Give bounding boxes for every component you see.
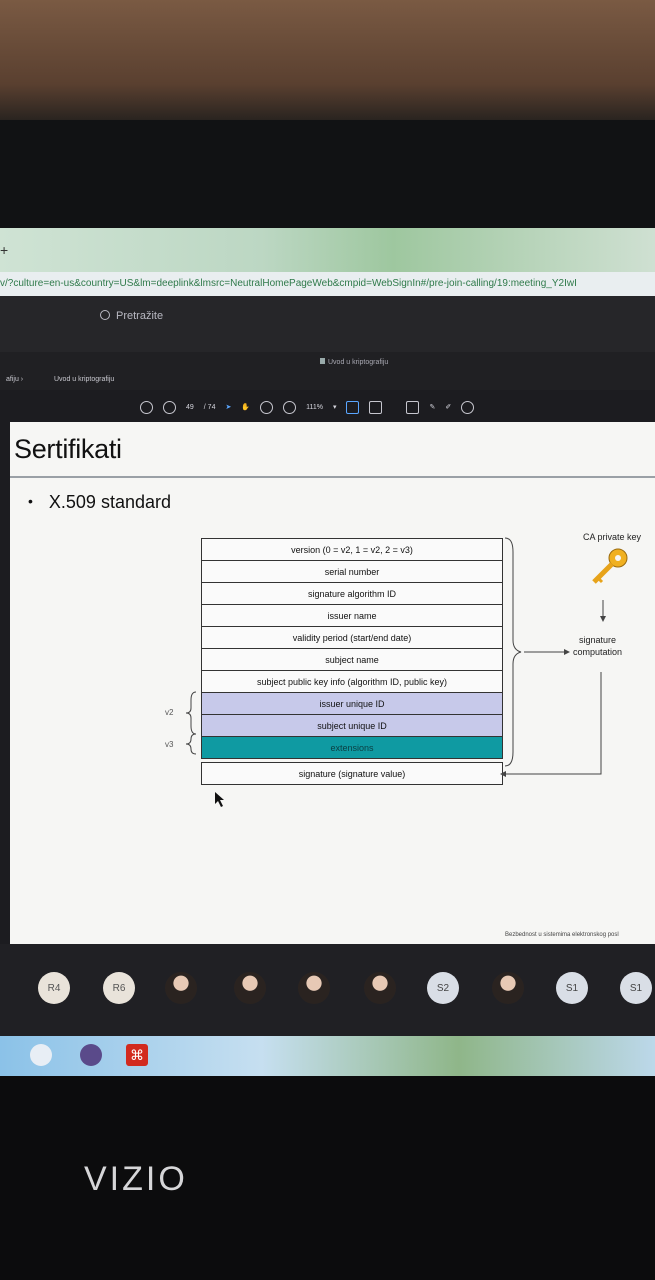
cursor-tool-icon[interactable]: ➤ (225, 404, 232, 411)
slide-title: Sertifikati (14, 434, 122, 464)
zoom-in-icon[interactable] (283, 400, 297, 414)
arrow-head-key (600, 616, 606, 622)
participant-avatar[interactable]: S2 (427, 972, 459, 1004)
slide-footer: Bezbednost u sistemima elektronskog posl (505, 932, 619, 938)
new-tab-button[interactable]: + (0, 242, 9, 258)
version-label-v3: v3 (165, 740, 174, 749)
ca-private-key-label: CA private key (583, 532, 642, 542)
field-extensions: extensions (201, 737, 503, 759)
url-text: v/?culture=en-us&country=US&lm=deeplink&… (0, 278, 577, 289)
wall-background (0, 0, 655, 120)
participant-avatar[interactable] (165, 972, 197, 1004)
settings-icon[interactable] (30, 1044, 52, 1066)
field-subject-unique-id: subject unique ID (201, 715, 503, 737)
certificate-fields: version (0 = v2, 1 = v2, 2 = v3) serial … (201, 538, 503, 759)
field-issuer-name: issuer name (201, 605, 503, 627)
arrow-computation-to-signature (506, 672, 602, 775)
field-serial-number: serial number (201, 561, 503, 583)
participant-avatar[interactable] (298, 972, 330, 1004)
participants-bar: R4 R6 S2 S1 S1 (0, 944, 655, 1036)
info-icon[interactable] (140, 400, 153, 414)
pen-icon[interactable]: ✎ (429, 404, 436, 411)
participant-avatar[interactable]: R6 (103, 972, 135, 1004)
page-total: / 74 (203, 403, 216, 411)
arrow-head-computation (564, 649, 570, 655)
tv-bezel-bottom: VIZIO (0, 1076, 655, 1280)
field-version: version (0 = v2, 1 = v2, 2 = v3) (201, 538, 503, 561)
breadcrumb-prev[interactable]: afiju › (6, 376, 24, 383)
field-signature-algorithm: signature algorithm ID (201, 583, 503, 605)
os-taskbar: ⌘ (0, 1036, 655, 1076)
participant-avatar[interactable] (492, 972, 524, 1004)
document-title: Uvod u kriptografiju (320, 358, 388, 366)
address-bar[interactable]: v/?culture=en-us&country=US&lm=deeplink&… (0, 272, 655, 296)
field-subject-name: subject name (201, 649, 503, 671)
zoom-level[interactable]: 111% (306, 403, 323, 411)
field-subject-public-key: subject public key info (algorithm ID, p… (201, 671, 503, 693)
pdf-toolbar: 49 / 74 ➤ ✋ 111% ▾ ✎ ✐ (140, 398, 475, 416)
participant-avatar[interactable]: S1 (620, 972, 652, 1004)
eraser-icon[interactable] (461, 400, 475, 414)
title-divider (10, 476, 655, 478)
participant-avatar[interactable]: S1 (556, 972, 588, 1004)
field-signature-value: signature (signature value) (201, 762, 503, 785)
comment-icon[interactable] (406, 400, 420, 414)
github-icon[interactable] (80, 1044, 102, 1066)
search-doc-icon[interactable] (369, 400, 383, 414)
bullet-icon: • (28, 493, 33, 509)
slide: Sertifikati •X.509 standard version (0 =… (10, 422, 655, 944)
tv-brand-logo: VIZIO (84, 1160, 188, 1198)
participant-avatar[interactable]: R4 (38, 972, 70, 1004)
version-label-v2: v2 (165, 708, 174, 717)
tv-bezel-top (0, 120, 655, 230)
left-brace-v2 (185, 691, 197, 735)
browser-tab-strip: + (0, 228, 655, 272)
file-icon (320, 358, 325, 364)
zoom-out-icon[interactable] (260, 400, 274, 414)
teams-file-strip: Uvod u kriptografiju afiju › Uvod u krip… (0, 352, 655, 390)
breadcrumb-file[interactable]: Uvod u kriptografiju (54, 376, 115, 383)
left-brace-v3 (185, 733, 197, 755)
mouse-pointer-icon (215, 792, 224, 807)
participant-avatar[interactable] (234, 972, 266, 1004)
signature-computation-label: signature computation (573, 635, 623, 657)
bullet-item: •X.509 standard (28, 492, 171, 512)
page-number[interactable]: 49 (186, 403, 194, 411)
field-issuer-unique-id: issuer unique ID (201, 693, 503, 715)
right-brace (504, 537, 522, 767)
field-validity-period: validity period (start/end date) (201, 627, 503, 649)
download-icon[interactable] (163, 400, 176, 414)
search-placeholder: Pretražite (116, 310, 164, 322)
hand-tool-icon[interactable]: ✋ (241, 404, 251, 411)
teams-header: Pretražite (0, 296, 655, 352)
acrobat-icon[interactable]: ⌘ (126, 1044, 148, 1066)
fit-page-icon[interactable] (346, 400, 360, 414)
highlight-icon[interactable]: ✐ (445, 404, 452, 411)
search-icon (100, 310, 110, 320)
search-box[interactable]: Pretražite (100, 310, 163, 322)
participant-avatar[interactable] (364, 972, 396, 1004)
key-icon (592, 548, 628, 584)
zoom-dropdown-icon[interactable]: ▾ (332, 404, 337, 411)
monitor-screen: + v/?culture=en-us&country=US&lm=deeplin… (0, 228, 655, 1076)
